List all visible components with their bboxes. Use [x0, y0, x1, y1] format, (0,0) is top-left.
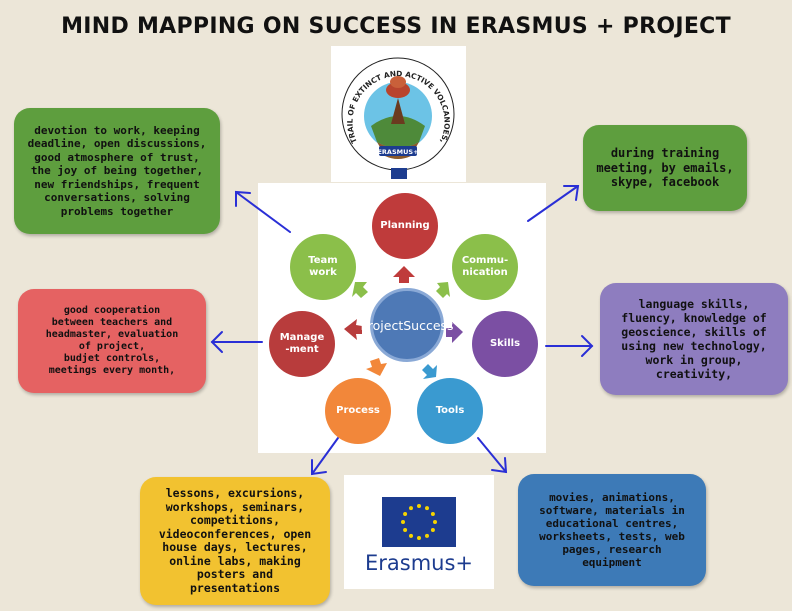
outer-arrow-teamwork — [235, 191, 291, 233]
node-teamwork-label-2: work — [309, 267, 337, 278]
box-text-line: workshops, seminars, — [165, 499, 305, 514]
inner-arrow-up — [393, 266, 415, 283]
erasmus-plus-label: Erasmus+ — [364, 551, 473, 575]
box-text-line: fluency, knowledge of — [621, 311, 767, 325]
outer-arrow-tools — [477, 437, 507, 473]
node-management-label-2: -ment — [285, 344, 319, 355]
node-communication-label-2: nication — [462, 267, 508, 278]
box-text-line: creativity, — [655, 367, 733, 381]
eu-star-icon — [403, 528, 408, 532]
node-management-label-1: Manage — [279, 332, 325, 343]
eu-star-icon — [409, 533, 413, 538]
box-text-line: problems together — [60, 204, 174, 218]
box-text-line: headmaster, evaluation — [45, 329, 179, 340]
eu-star-icon — [425, 533, 429, 538]
box-text-line: educational centres, — [545, 517, 679, 530]
box-text-line: lessons, excursions, — [165, 486, 305, 500]
inner-arrow-w — [344, 319, 362, 340]
center-label-1: Project — [360, 317, 404, 333]
box-text-line: the joy of being together, — [30, 164, 204, 178]
box-text-line: new friendships, frequent — [34, 177, 200, 191]
box-text-line: conversations, solving — [44, 191, 190, 205]
node-skills: Skills — [472, 311, 538, 377]
node-communication-label-1: Commu- — [461, 255, 509, 266]
inner-arrow-nw — [352, 282, 368, 298]
node-skills-label: Skills — [489, 338, 521, 349]
eu-star-icon — [430, 512, 435, 516]
node-process: Process — [325, 378, 391, 444]
box-text-line: pages, research — [562, 543, 662, 556]
inner-arrow-s — [366, 358, 387, 376]
tools-details-box: movies, animations,software, materials i… — [518, 474, 706, 586]
eu-star-icon — [425, 506, 429, 511]
node-planning-label: Planning — [380, 220, 430, 231]
node-process-label: Process — [336, 405, 380, 416]
node-project-success: ProjectSuccess — [360, 288, 454, 362]
eu-star-icon — [409, 506, 413, 511]
box-text-line: online labs, making — [169, 553, 301, 568]
box-text-line: between teachers and — [51, 317, 173, 328]
box-text-line: deadline, open discussions, — [27, 137, 207, 151]
box-text-line: during training — [610, 146, 720, 161]
process-details-box: lessons, excursions,workshops, seminars,… — [140, 477, 330, 605]
node-communication: Commu-nication — [452, 234, 518, 300]
inner-arrow-e — [446, 322, 463, 343]
node-tools-label: Tools — [435, 405, 465, 416]
box-text-line: house days, lectures, — [162, 540, 308, 554]
box-text-line: meeting, by emails, — [596, 160, 734, 175]
outer-arrow-communication — [527, 185, 579, 222]
eu-star-icon — [433, 520, 437, 524]
inner-arrow-ne — [436, 282, 450, 298]
box-text-line: worksheets, tests, web — [539, 530, 685, 543]
eu-flag-icon — [382, 497, 456, 547]
box-text-line: software, materials in — [539, 504, 685, 517]
inner-arrow-se — [422, 364, 437, 379]
outer-arrow-process — [311, 437, 339, 475]
box-text-line: presentations — [189, 580, 280, 595]
center-label-2: Success — [403, 317, 454, 333]
box-text-line: work in group, — [645, 353, 743, 367]
eu-star-icon — [417, 536, 421, 540]
node-management: Manage-ment — [269, 311, 335, 377]
erasmus-plus-logo: Erasmus+ — [344, 475, 494, 589]
box-text-line: movies, animations, — [549, 491, 675, 504]
eu-star-icon — [417, 504, 421, 508]
node-tools: Tools — [417, 378, 483, 444]
node-planning: Planning — [372, 193, 438, 259]
eu-star-icon — [403, 512, 408, 516]
page-title: MIND MAPPING ON SUCCESS IN ERASMUS + PRO… — [61, 14, 731, 39]
box-text-line: language skills, — [638, 297, 750, 311]
box-text-line: geoscience, skills of — [621, 325, 767, 339]
box-text-line: posters and — [196, 567, 274, 581]
eu-star-icon — [430, 528, 435, 532]
box-text-line: meetings every month, — [48, 365, 176, 376]
box-text-line: budjet controls, — [63, 353, 161, 364]
box-text-line: equipment — [582, 556, 642, 569]
box-text-line: skype, facebook — [610, 175, 720, 190]
box-text-line: devotion to work, keeping — [34, 123, 200, 137]
box-text-line: of project, — [78, 341, 146, 352]
box-text-line: videoconferences, open — [158, 526, 312, 541]
box-text-line: good atmosphere of trust, — [34, 150, 200, 164]
eu-star-icon — [401, 520, 405, 524]
box-text-line: using new technology, — [621, 339, 767, 353]
logo-badge: ERASMUS+ — [377, 148, 418, 156]
box-text-line: good cooperation — [63, 305, 161, 316]
box-text-line: competitions, — [189, 513, 280, 527]
project-logo: TRAIL OF EXTINCT AND ACTIVE VOLCANOES, E… — [328, 39, 466, 182]
node-teamwork-label-1: Team — [308, 255, 338, 266]
